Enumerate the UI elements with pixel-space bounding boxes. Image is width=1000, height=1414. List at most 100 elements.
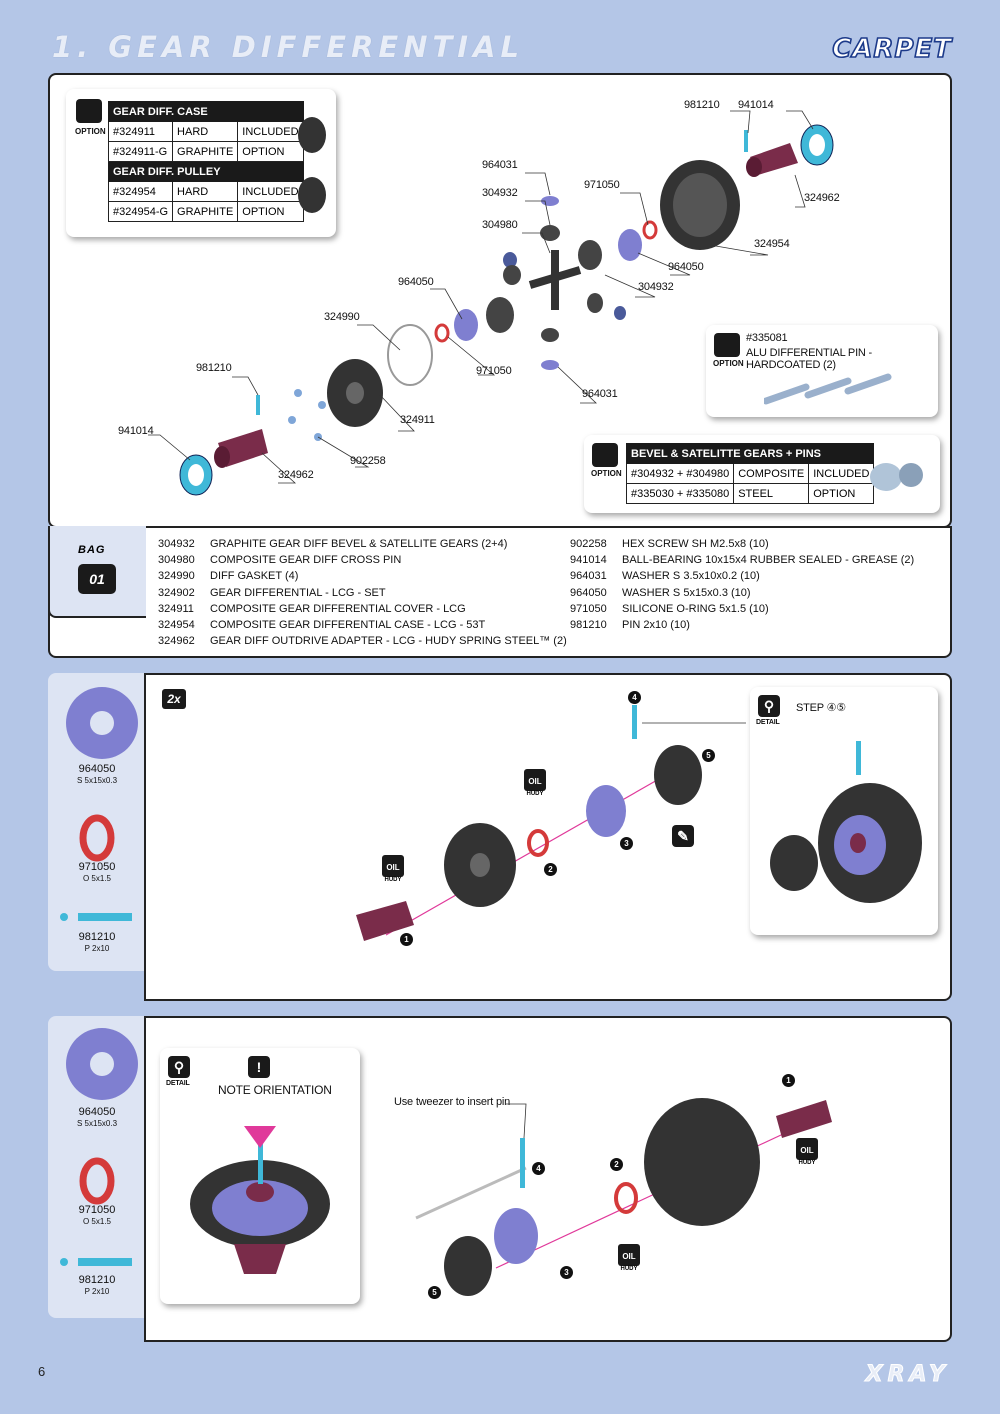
oil-icon: OIL HUDY <box>522 769 548 797</box>
part-desc: COMPOSITE GEAR DIFFERENTIAL CASE - LCG -… <box>210 619 486 632</box>
cell: HARD <box>172 121 239 142</box>
gears-thumbnail <box>870 463 923 491</box>
cell: GRAPHITE <box>172 201 239 222</box>
callout-324962-left: 324962 <box>278 469 314 481</box>
oil-label: OIL <box>796 1138 818 1160</box>
side-part-code: 981210 <box>78 1274 116 1286</box>
cell: COMPOSITE <box>733 463 810 484</box>
callout-964050-right: 964050 <box>668 261 704 273</box>
callout-981210-left: 981210 <box>196 362 232 374</box>
exploded-parts <box>179 124 834 496</box>
side-part-code: 964050 <box>78 1106 116 1118</box>
note-orientation: NOTE ORIENTATION <box>218 1083 332 1097</box>
cell: #324954-G <box>107 201 174 222</box>
xray-logo: XRAY <box>865 1362 950 1388</box>
leader-lines <box>148 110 814 484</box>
option-label: OPTION <box>713 359 744 368</box>
part-number: 902258 <box>570 538 607 550</box>
callout-304932-top: 304932 <box>482 187 518 199</box>
case-thumbnails <box>298 117 326 213</box>
part-desc: DIFF GASKET (4) <box>210 570 299 583</box>
o-ring-icon <box>79 814 115 862</box>
option-gears-box: OPTION BEVEL & SATELITTE GEARS + PINS #3… <box>584 435 940 513</box>
quantity-badge: 2x <box>162 689 186 709</box>
side-part-code: 971050 <box>78 861 116 873</box>
step1-panel: 2x 1 2 3 4 5 OIL HUDY OIL HUDY ✎ ⚲ DETAI… <box>144 673 952 1001</box>
cell: #324911 <box>107 121 174 142</box>
part-desc: COMPOSITE GEAR DIFFERENTIAL COVER - LCG <box>210 602 466 615</box>
cell: OPTION <box>237 201 304 222</box>
step2-side-parts: 964050 S 5x15x0.3 971050 O 5x1.5 981210 … <box>48 1016 146 1318</box>
step1-drawing <box>356 705 746 941</box>
exploded-diagram <box>148 110 834 496</box>
tweezer-note: Use tweezer to insert pin <box>394 1096 511 1108</box>
step-number-1: 1 <box>400 933 413 946</box>
part-desc: SILICONE O-RING 5x1.5 (10) <box>622 602 769 615</box>
part-number: 304980 <box>158 554 195 567</box>
step-number-4: 4 <box>532 1162 545 1175</box>
step1-detail-box: ⚲ DETAIL STEP ④⑤ <box>750 687 938 935</box>
part-desc: GRAPHITE GEAR DIFF BEVEL & SATELLITE GEA… <box>210 538 508 550</box>
list-item: 971050 SILICONE O-RING 5x1.5 (10) <box>570 601 914 617</box>
side-part-code: 971050 <box>78 1204 116 1216</box>
callout-902258: 902258 <box>350 455 386 467</box>
callout-981210-right: 981210 <box>684 99 720 111</box>
magnifier-icon: ⚲ <box>758 695 780 717</box>
cell: #324954 <box>107 181 174 202</box>
part-desc: GEAR DIFFERENTIAL - LCG - SET <box>210 586 386 599</box>
pin-drawings <box>764 373 892 405</box>
oil-label: OIL <box>618 1244 640 1266</box>
callout-941014-right: 941014 <box>738 99 774 111</box>
part-desc: PIN 2x10 (10) <box>622 619 690 632</box>
callout-971050-left: 971050 <box>476 365 512 377</box>
page-number: 6 <box>38 1364 46 1379</box>
cell: #324911-G <box>107 141 174 162</box>
oil-label: OIL <box>524 769 546 791</box>
magnifier-icon: ⚲ <box>168 1056 190 1078</box>
thumbs-up-icon <box>592 443 618 467</box>
part-number: 324902 <box>158 586 195 599</box>
list-item: 324902 GEAR DIFFERENTIAL - LCG - SET <box>158 585 567 601</box>
callout-964031-bottom: 964031 <box>582 388 618 400</box>
hudy-label: HUDY <box>384 877 402 883</box>
pin-icon <box>60 1258 132 1266</box>
part-desc: COMPOSITE GEAR DIFF CROSS PIN <box>210 554 402 567</box>
step-number-3: 3 <box>560 1266 573 1279</box>
pulley-header: GEAR DIFF. PULLEY <box>108 161 304 182</box>
callout-324911: 324911 <box>400 414 435 426</box>
cell: STEEL <box>733 483 810 504</box>
side-part-spec: P 2x10 <box>84 944 110 953</box>
detail-title: STEP ④⑤ <box>796 702 846 714</box>
option-label: OPTION <box>591 469 622 478</box>
part-number: 971050 <box>570 602 607 615</box>
bag-number: 01 <box>78 564 116 594</box>
oil-icon: OIL HUDY <box>794 1138 820 1166</box>
part-desc: WASHER S 3.5x10x0.2 (10) <box>622 570 760 583</box>
cell: #335030 + #335080 <box>625 483 735 504</box>
part-number: 324990 <box>158 570 195 583</box>
part-number: 324954 <box>158 619 195 632</box>
hudy-label: HUDY <box>620 1266 638 1272</box>
callout-304980: 304980 <box>482 219 518 231</box>
callout-964050-left: 964050 <box>398 276 434 288</box>
side-part-code: 981210 <box>78 931 116 943</box>
part-desc: HEX SCREW SH M2.5x8 (10) <box>622 538 769 550</box>
hudy-label: HUDY <box>798 1160 816 1166</box>
step2-detail-box: ⚲ DETAIL ! NOTE ORIENTATION <box>160 1048 360 1304</box>
thumbs-up-icon <box>76 99 102 123</box>
washer-icon <box>66 1028 138 1100</box>
callout-324990: 324990 <box>324 311 360 323</box>
detail-drawing <box>770 741 922 903</box>
part-desc: GEAR DIFF OUTDRIVE ADAPTER - LCG - HUDY … <box>210 635 567 648</box>
part-number: 324911 <box>158 602 194 615</box>
list-item: 324990 DIFF GASKET (4) <box>158 568 567 584</box>
step-number-2: 2 <box>544 863 557 876</box>
side-part-spec: P 2x10 <box>84 1287 110 1296</box>
oil-icon: OIL HUDY <box>380 855 406 883</box>
